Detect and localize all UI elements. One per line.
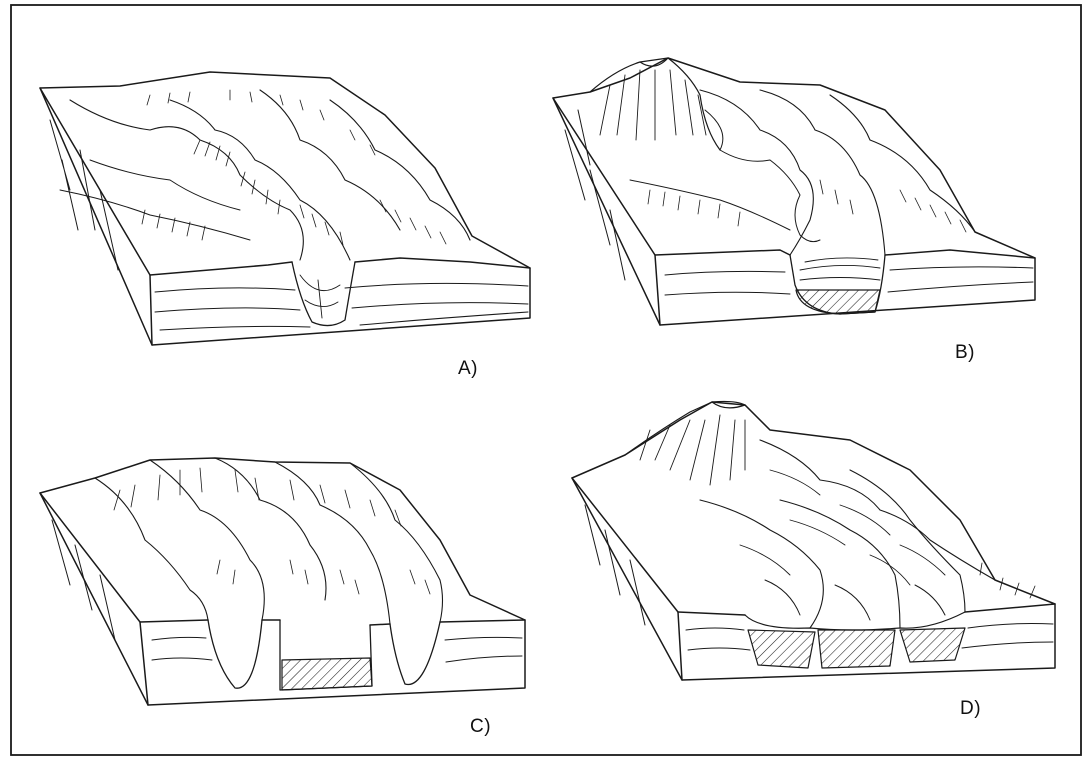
block-diagram-d	[572, 401, 1055, 680]
panel-label-b: B)	[955, 342, 975, 364]
block-diagram-a	[40, 72, 530, 345]
panel-label-c: C)	[470, 716, 491, 738]
block-diagram-b	[553, 58, 1035, 325]
block-diagram-c	[40, 458, 525, 705]
panel-label-a: A)	[458, 358, 478, 380]
panel-label-d: D)	[960, 698, 981, 720]
